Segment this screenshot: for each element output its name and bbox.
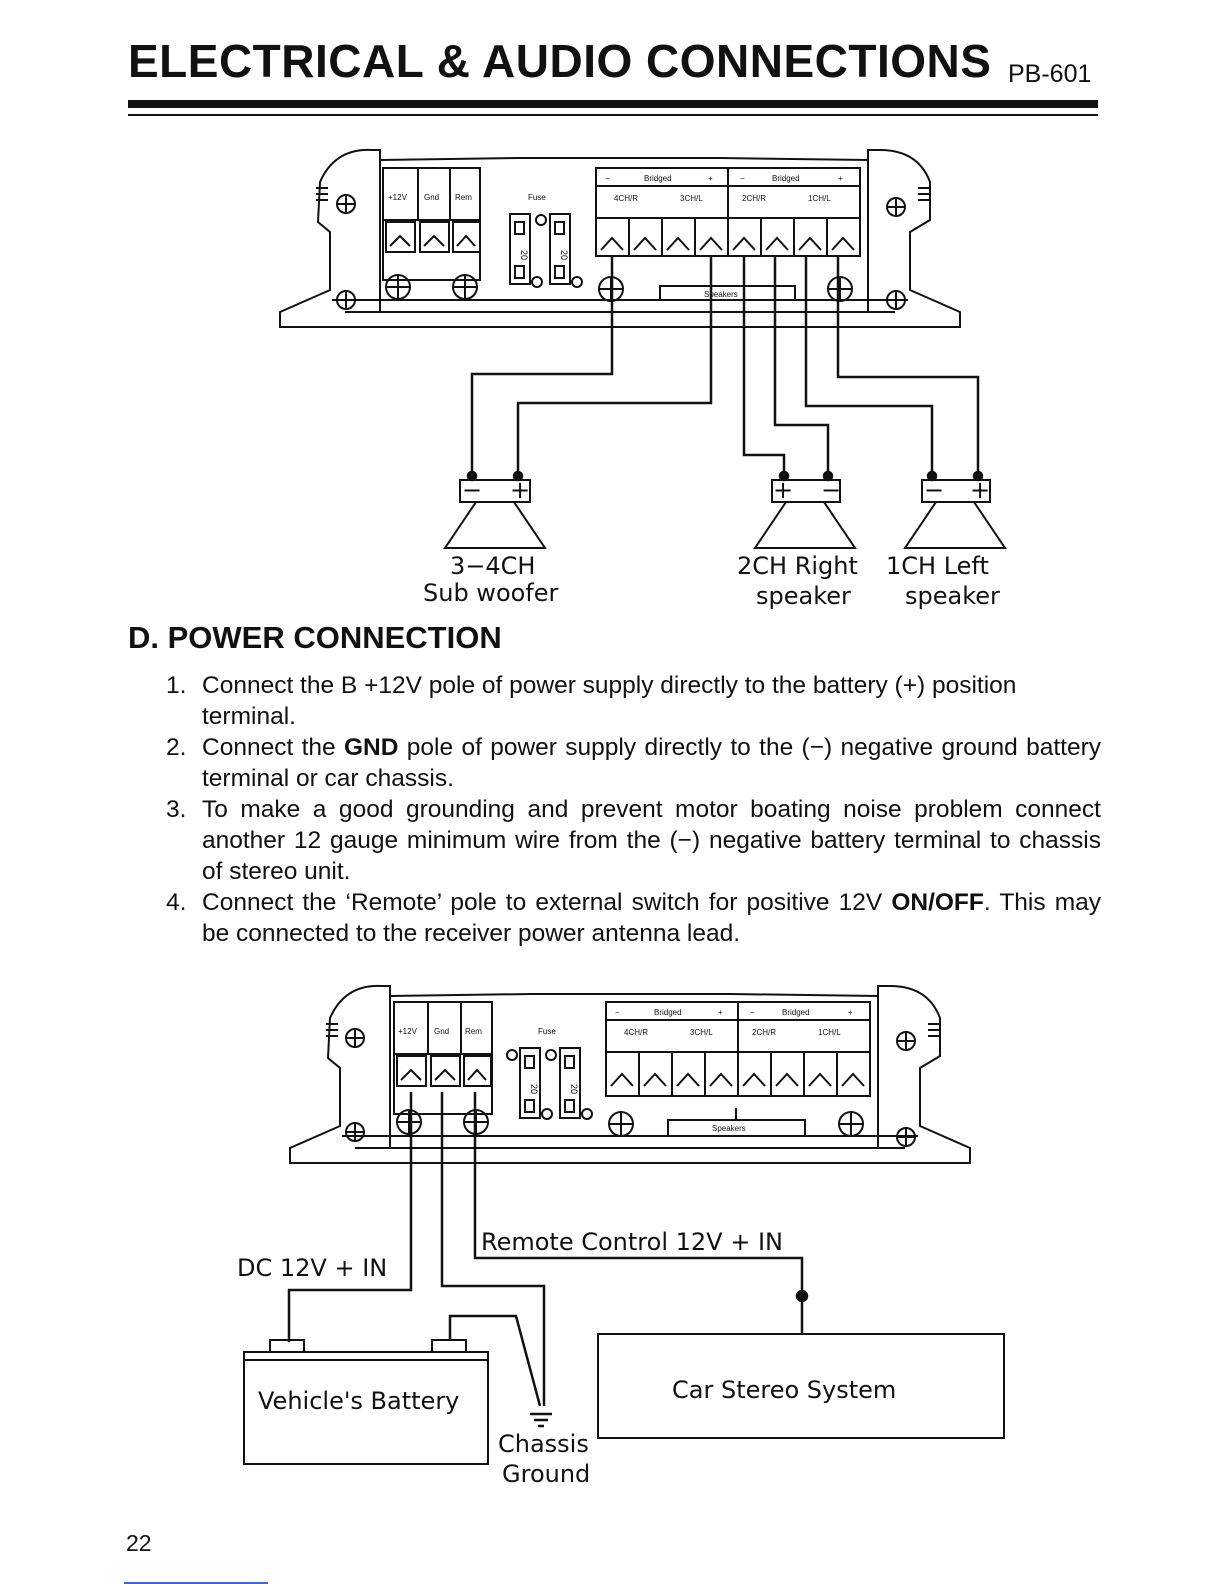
bridged-plus-b: +	[848, 1008, 853, 1017]
speakers-label: Speakers	[704, 290, 738, 299]
speaker-terminal-block	[605, 1001, 871, 1137]
bridged-plus-b: +	[838, 174, 843, 183]
instruction-number: 4.	[166, 889, 187, 916]
dc-input-label: DC 12V + IN	[237, 1254, 387, 1282]
channel-label-2ch: 2CH/R	[752, 1028, 776, 1037]
speakers-label: Speakers	[712, 1124, 746, 1133]
power-terminal-block	[382, 167, 481, 300]
fuse-label: Fuse	[538, 1027, 556, 1036]
right-pol-plus: +	[773, 476, 793, 504]
page-number: 22	[126, 1530, 152, 1556]
header-rule-thin	[128, 114, 1098, 116]
fuse-label: Fuse	[528, 193, 546, 202]
instruction-text: To make a good grounding and prevent mot…	[202, 796, 1101, 885]
speaker-terminal-block	[595, 167, 861, 302]
remote-input-label: Remote Control 12V + IN	[481, 1228, 783, 1256]
speaker-wiring-diagram: +12V Gnd Rem Fuse 20 20 − Bridged + − Br…	[279, 148, 1007, 610]
channel-label-3ch: 3CH/L	[690, 1028, 713, 1037]
bridged-label-b: Bridged	[772, 174, 800, 183]
bridged-minus-a: −	[605, 174, 610, 183]
chassis-ground-label-line2: Ground	[502, 1460, 590, 1488]
bridged-label-a: Bridged	[654, 1008, 682, 1017]
channel-label-2ch: 2CH/R	[742, 194, 766, 203]
terminal-label-12v: +12V	[398, 1027, 418, 1036]
bridged-minus-b: −	[750, 1008, 755, 1017]
bridged-plus-a: +	[718, 1008, 723, 1017]
bridged-minus-a: −	[615, 1008, 620, 1017]
model-number: PB-601	[1008, 60, 1092, 88]
amplifier-chassis	[279, 148, 961, 328]
fuse-holders	[509, 213, 583, 288]
instruction-text: Connect the ‘Remote’ pole to external sw…	[202, 889, 1101, 947]
fuse-value-1: 20	[519, 250, 529, 260]
terminal-label-gnd: Gnd	[434, 1027, 449, 1036]
right-speaker-label-line1: 2CH Right	[737, 552, 858, 580]
instruction-number: 3.	[166, 796, 187, 823]
right-pol-minus: −	[821, 476, 841, 504]
instruction-number: 1.	[166, 672, 187, 699]
fuse-holders	[506, 1047, 593, 1120]
footer-line	[124, 1582, 268, 1584]
chassis-ground-label-line1: Chassis	[498, 1430, 589, 1458]
battery-icon	[243, 1339, 489, 1465]
instruction-item: 4. Connect the ‘Remote’ pole to external…	[166, 887, 1101, 949]
fuse-value-2: 20	[559, 250, 569, 260]
left-pol-plus: +	[970, 476, 990, 504]
subwoofer-speaker-icon	[443, 479, 547, 549]
speaker-wires	[466, 256, 984, 482]
instruction-item: 1. Connect the B +12V pole of power supp…	[166, 670, 1101, 732]
terminal-label-gnd: Gnd	[424, 193, 439, 202]
subwoofer-pol-plus: +	[510, 476, 530, 504]
terminal-label-12v: +12V	[388, 193, 408, 202]
channel-label-4ch: 4CH/R	[624, 1028, 648, 1037]
bridged-plus-a: +	[708, 174, 713, 183]
fuse-value-2: 20	[569, 1084, 579, 1094]
instruction-list: 1. Connect the B +12V pole of power supp…	[166, 670, 1101, 949]
channel-label-1ch: 1CH/L	[808, 194, 831, 203]
instruction-item: 2. Connect the GND pole of power supply …	[166, 732, 1101, 794]
subwoofer-pol-minus: −	[462, 476, 482, 504]
fuse-value-1: 20	[529, 1084, 539, 1094]
page-title: ELECTRICAL & AUDIO CONNECTIONS	[128, 35, 992, 87]
channel-label-4ch: 4CH/R	[614, 194, 638, 203]
amplifier-chassis	[289, 984, 971, 1164]
power-wires	[287, 1092, 809, 1428]
subwoofer-label-line2: Sub woofer	[423, 579, 559, 607]
bridged-label-a: Bridged	[644, 174, 672, 183]
car-stereo-label: Car Stereo System	[672, 1376, 896, 1404]
right-speaker-icon	[753, 479, 857, 549]
on-off-emphasis: ON/OFF	[891, 889, 984, 916]
channel-label-3ch: 3CH/L	[680, 194, 703, 203]
left-speaker-label-line2: speaker	[905, 582, 1000, 610]
subwoofer-label-line1: 3−4CH	[450, 552, 535, 580]
battery-label: Vehicle's Battery	[258, 1387, 459, 1415]
right-speaker-label-line2: speaker	[756, 582, 851, 610]
instruction-text: Connect the GND pole of power supply dir…	[202, 734, 1101, 792]
gnd-emphasis: GND	[344, 734, 399, 761]
section-heading: D. POWER CONNECTION	[128, 620, 502, 655]
left-speaker-icon	[903, 479, 1007, 549]
terminal-label-rem: Rem	[455, 193, 472, 202]
header-rule-thick	[128, 100, 1098, 108]
car-stereo-box	[597, 1333, 1005, 1439]
instruction-item: 3. To make a good grounding and prevent …	[166, 794, 1101, 887]
instruction-text: Connect the B +12V pole of power supply …	[202, 672, 1017, 730]
power-wiring-diagram: +12V Gnd Rem Fuse 20 20 − Bridged + − Br…	[237, 984, 1005, 1488]
instruction-number: 2.	[166, 734, 187, 761]
channel-label-1ch: 1CH/L	[818, 1028, 841, 1037]
bridged-minus-b: −	[740, 174, 745, 183]
left-speaker-label-line1: 1CH Left	[886, 552, 989, 580]
left-pol-minus: −	[924, 476, 944, 504]
bridged-label-b: Bridged	[782, 1008, 810, 1017]
terminal-label-rem: Rem	[465, 1027, 482, 1036]
